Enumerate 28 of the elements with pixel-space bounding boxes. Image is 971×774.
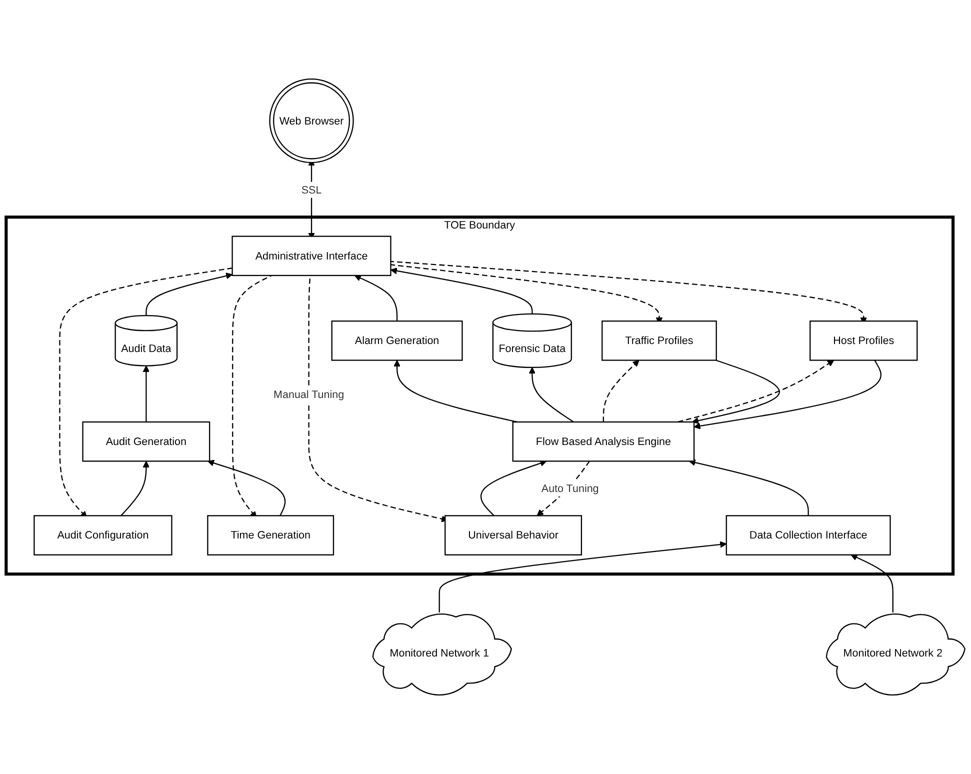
edge-label: Manual Tuning [274, 388, 344, 400]
arrow [528, 367, 574, 422]
arrow [438, 541, 727, 612]
node-box: Audit Configuration [34, 515, 172, 556]
arrow [390, 268, 533, 314]
node-box: Administrative Interface [232, 236, 392, 276]
node-box: Audit Generation [82, 421, 210, 462]
arrow [354, 274, 398, 322]
node-box: Time Generation [207, 515, 334, 556]
edge-label: SSL [301, 183, 322, 196]
arrow [692, 360, 780, 424]
arrow [480, 460, 547, 516]
arrow [146, 272, 233, 316]
node-circle: Web Browser [269, 78, 354, 164]
node-box: Flow Based Analysis Engine [512, 421, 695, 462]
node-box: Host Profiles [810, 320, 918, 361]
arrow [694, 360, 882, 430]
arrow [120, 460, 150, 516]
node-box: Alarm Generation [331, 320, 463, 361]
arrow [207, 460, 286, 516]
node-box: Traffic Profiles [602, 320, 717, 361]
arrow [602, 360, 640, 422]
arrow [142, 365, 150, 422]
edge-label: Auto Tuning [541, 482, 599, 494]
arrow [850, 554, 894, 612]
node-box: Data Collection Interface [726, 515, 891, 556]
node-box: Universal Behavior [444, 515, 582, 556]
arrow [688, 459, 809, 516]
